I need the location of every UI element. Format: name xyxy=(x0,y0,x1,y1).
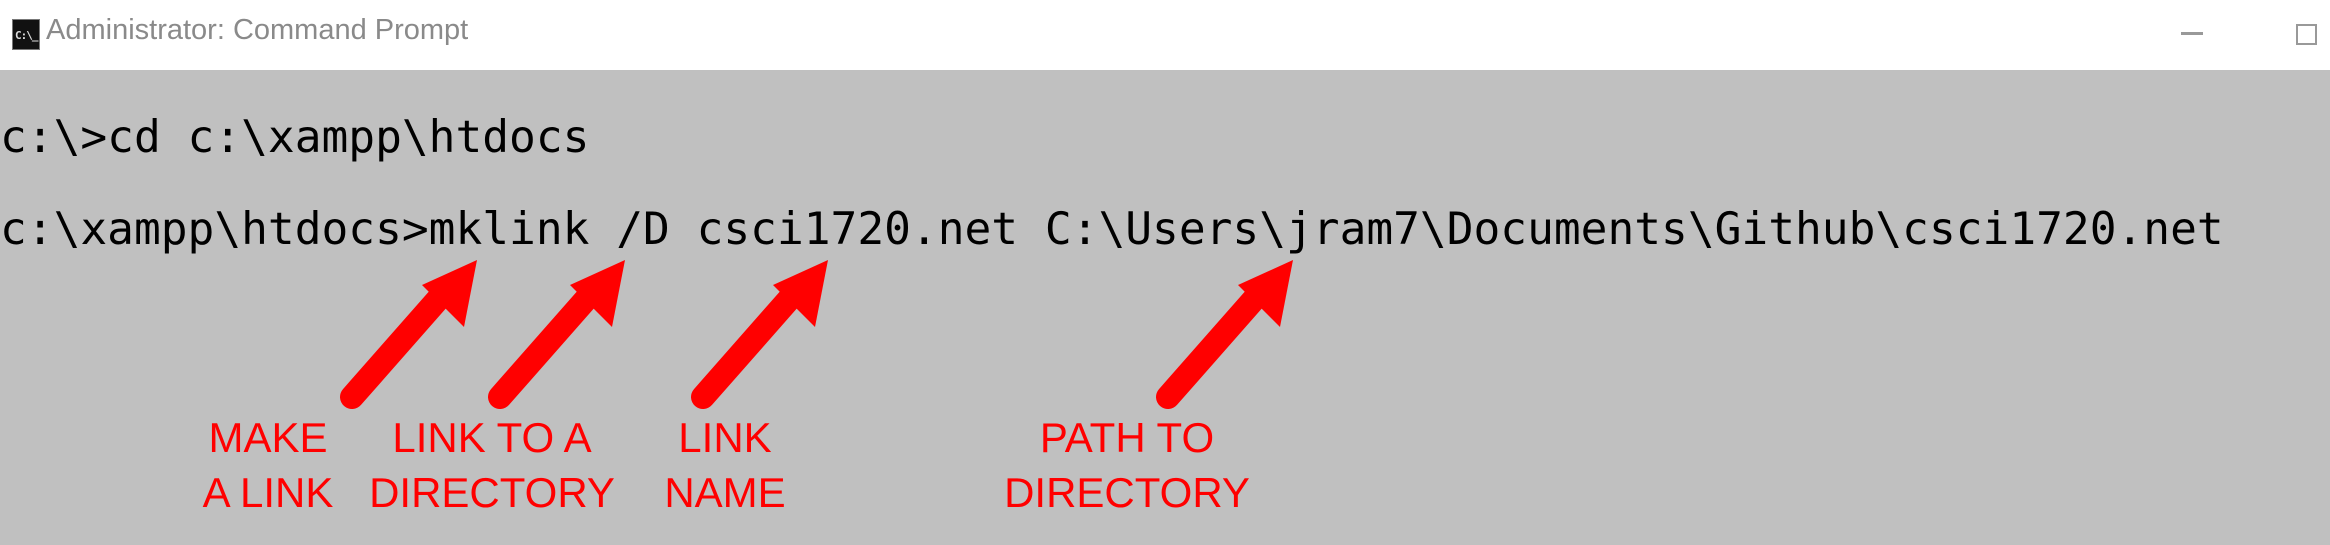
annotation-path-to-directory: PATH TO DIRECTORY xyxy=(1004,410,1250,520)
annotation-text: MAKE xyxy=(208,414,328,461)
arrow-icon xyxy=(500,260,625,397)
annotation-link-to-directory: LINK TO A DIRECTORY xyxy=(369,410,615,520)
title-bar: C:\_ Administrator: Command Prompt xyxy=(0,0,2330,70)
annotation-text: PATH TO xyxy=(1039,414,1215,461)
annotation-link-name: LINK NAME xyxy=(664,410,785,520)
annotation-text: A LINK xyxy=(202,469,334,516)
annotation-text: LINK TO A xyxy=(392,414,592,461)
maximize-button[interactable] xyxy=(2296,24,2317,45)
arrow-icon xyxy=(1168,260,1293,397)
console-line: c:\>cd c:\xampp\htdocs xyxy=(0,112,590,163)
annotation-text: DIRECTORY xyxy=(369,469,615,516)
window-title: Administrator: Command Prompt xyxy=(46,14,469,46)
minimize-button[interactable] xyxy=(2181,32,2203,35)
annotation-make-a-link: MAKE A LINK xyxy=(203,410,334,520)
annotation-text: DIRECTORY xyxy=(1004,469,1250,516)
console-area[interactable]: c:\>cd c:\xampp\htdocs c:\xampp\htdocs>m… xyxy=(0,70,2330,545)
arrow-icon xyxy=(352,260,477,397)
console-line: c:\xampp\htdocs>mklink /D csci1720.net C… xyxy=(0,204,2224,255)
annotation-text: LINK xyxy=(678,414,772,461)
annotation-text: NAME xyxy=(664,469,786,516)
arrow-icon xyxy=(703,260,828,397)
cmd-icon: C:\_ xyxy=(12,19,40,50)
